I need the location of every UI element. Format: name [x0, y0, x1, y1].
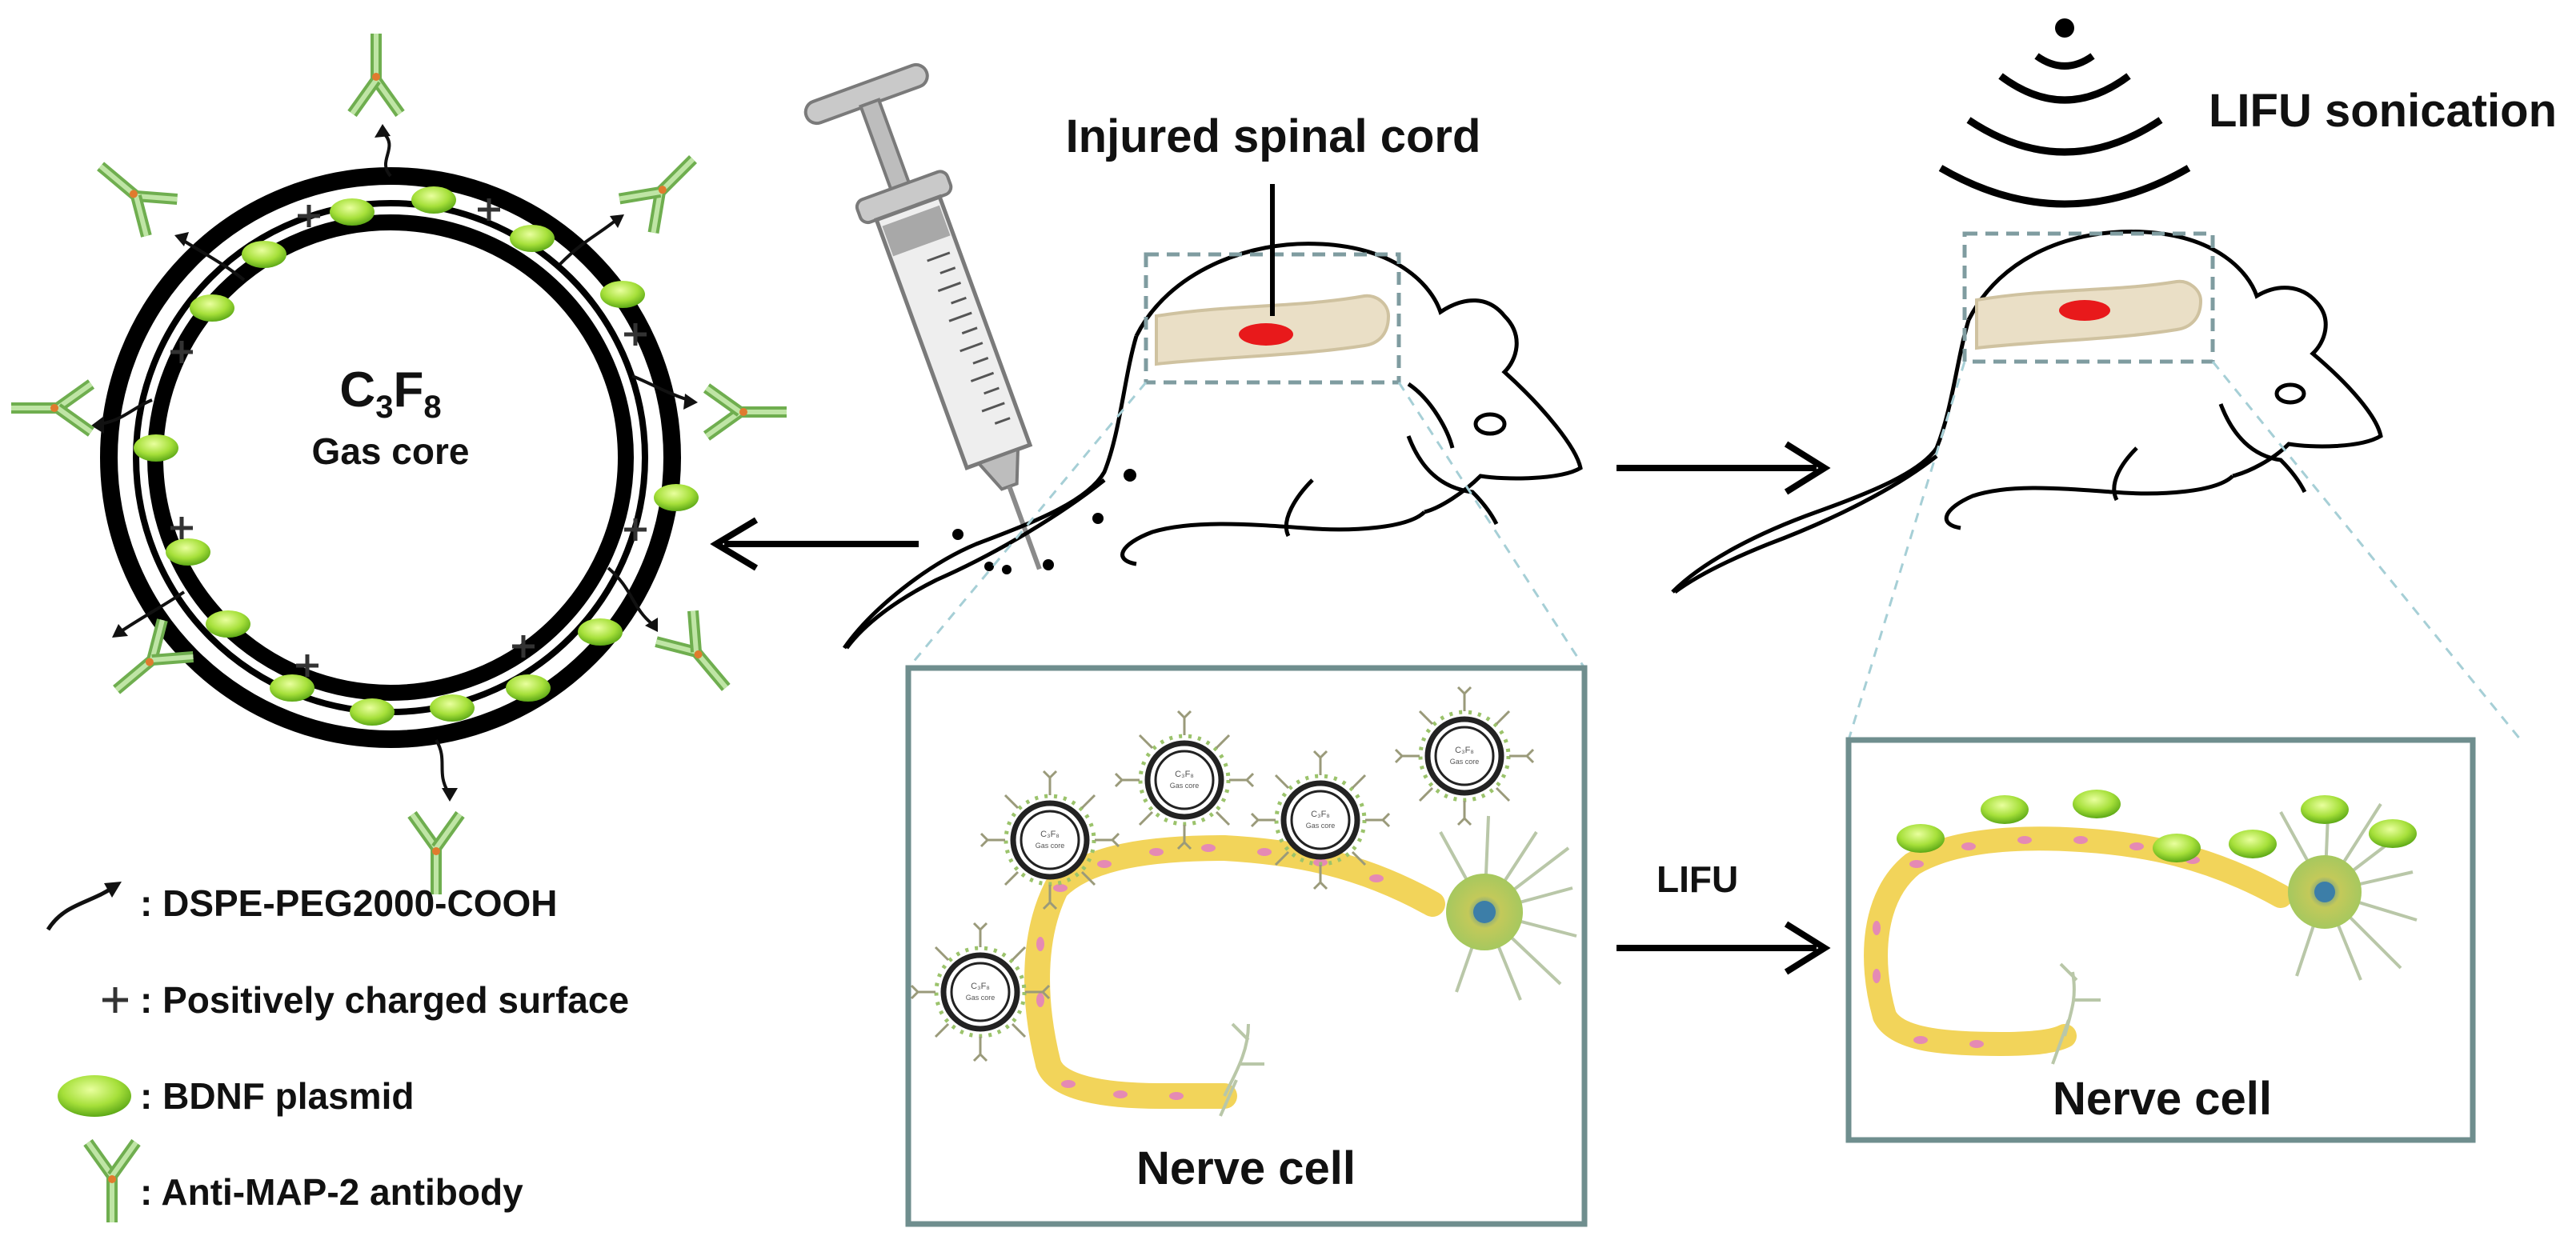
tail-injection-dots	[984, 469, 1136, 574]
arrow-to-bubble	[710, 517, 919, 571]
legend-item-linker: : DSPE-PEG2000-COOH	[46, 882, 557, 931]
gas-core-label: Gas core	[312, 430, 470, 472]
zoom-lines-left	[907, 382, 1586, 669]
nerve-panel-left: Nerve cell	[905, 665, 1588, 1227]
plus-charge-icon	[102, 987, 128, 1013]
legend-text-linker: : DSPE-PEG2000-COOH	[140, 882, 557, 924]
zoom-lines-right	[1847, 361, 2522, 741]
legend-item-charge: : Positively charged surface	[102, 979, 629, 1021]
legend-item-plasmid: : BDNF plasmid	[58, 1075, 414, 1117]
spinal-lesion-right	[2059, 300, 2110, 321]
arrow-lifu: LIFU	[1617, 858, 1831, 975]
bubble-linkers	[99, 130, 689, 794]
bubble-linker-arrowheads	[91, 124, 698, 802]
bubble-charges	[170, 198, 647, 677]
sonication-waves-icon	[1938, 18, 2191, 208]
label-injured-spinal-cord: Injured spinal cord	[1066, 110, 1481, 162]
spinal-cord-right	[1975, 279, 2203, 350]
bubble-plasmids	[134, 186, 699, 726]
label-lifu: LIFU	[1657, 858, 1738, 900]
mouse-left-eye	[1473, 412, 1507, 436]
gas-core-formula: C3F8	[339, 362, 441, 425]
bdnf-plasmid-icon	[58, 1075, 131, 1117]
arrow-middle	[1617, 441, 1831, 495]
label-nerve-cell-left: Nerve cell	[1136, 1142, 1356, 1194]
spinal-lesion-left	[1239, 323, 1293, 346]
label-nerve-cell-right: Nerve cell	[2053, 1073, 2272, 1125]
injection-dots	[952, 529, 963, 540]
spinal-cord-left	[1155, 294, 1391, 366]
dashed-box-right	[1962, 231, 2215, 364]
label-lifu-sonication: LIFU sonication	[2209, 85, 2557, 137]
legend: : DSPE-PEG2000-COOH : Positively charged…	[46, 882, 629, 1222]
legend-text-charge: : Positively charged surface	[140, 979, 629, 1021]
peg-linker-arrow-icon	[46, 886, 114, 931]
nerve-panel-right: Nerve cell	[1845, 737, 2476, 1143]
mouse-right	[1671, 230, 2383, 594]
peg-linker-arrowhead-icon	[104, 882, 122, 898]
antibody-icon	[88, 1142, 136, 1222]
legend-item-antibody: : Anti-MAP-2 antibody	[88, 1142, 523, 1222]
mouse-right-eye	[2274, 382, 2306, 405]
released-plasmids	[1897, 790, 2417, 862]
syringe	[803, 62, 1042, 570]
legend-text-antibody: : Anti-MAP-2 antibody	[140, 1171, 523, 1213]
legend-text-plasmid: : BDNF plasmid	[140, 1075, 414, 1117]
microbubble-diagram: C3F8 Gas core	[11, 34, 787, 894]
